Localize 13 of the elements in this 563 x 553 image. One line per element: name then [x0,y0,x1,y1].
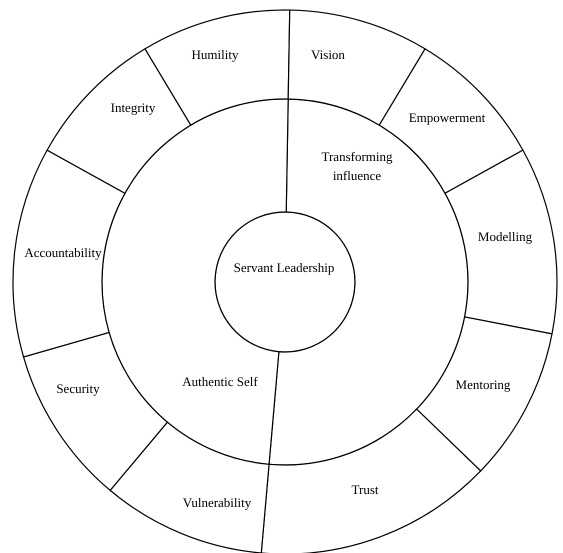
segment-label: Vision [311,46,345,64]
segment-label: Authentic Self [182,372,258,391]
segment-label: Empowerment [408,108,486,127]
segment-label: Vulnerability [182,494,252,512]
segment-label: Mentoring [456,376,510,394]
segment-label: Security [56,380,100,398]
segment-label: Servant Leadership [234,258,334,277]
segment-label: Accountability [24,244,102,262]
segment-label: Trust [352,480,378,499]
segment-label: Modelling [478,228,532,246]
segment-label: Transforming influence [320,148,394,185]
segment-label: Integrity [110,98,156,117]
segment-label: Humility [192,46,238,64]
